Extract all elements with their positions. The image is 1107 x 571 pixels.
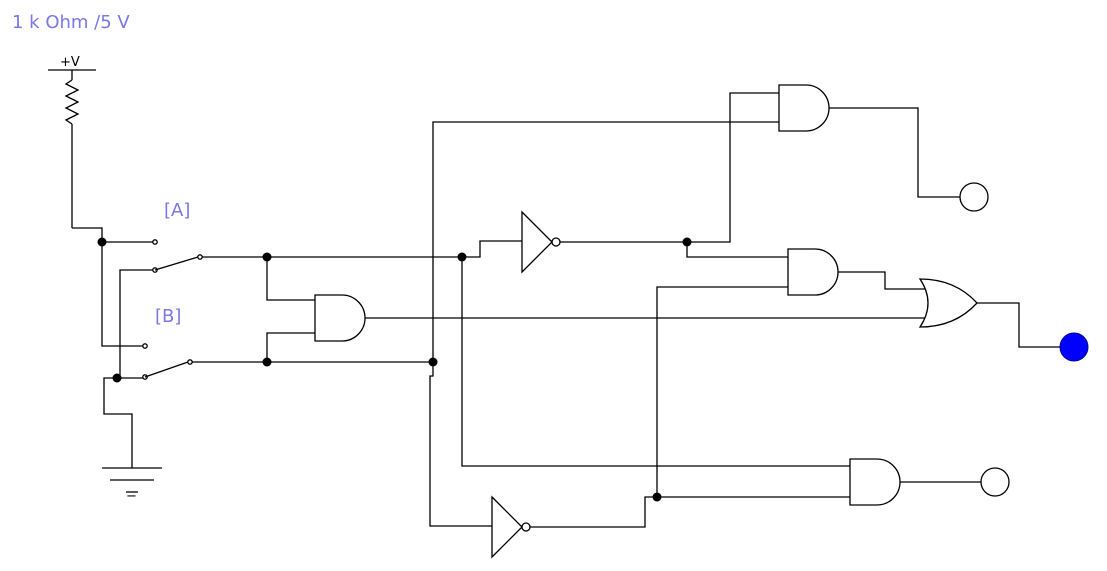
output-led-top <box>959 182 989 212</box>
circuit-title: 1 k Ohm /5 V <box>12 12 130 33</box>
switch-b[interactable] <box>112 343 268 383</box>
resistor <box>64 79 80 125</box>
and-gate-middle <box>787 248 928 296</box>
and-gate-ab <box>314 294 928 342</box>
switch-a[interactable] <box>97 237 268 379</box>
ground <box>102 377 162 493</box>
power-supply: +V <box>48 55 103 242</box>
ground-label: − <box>126 489 137 504</box>
not-gate-a <box>521 92 788 274</box>
switch-b-label: [B] <box>155 306 182 327</box>
not-gate-b <box>491 286 850 559</box>
and-gate-top <box>778 84 960 198</box>
input-wires <box>262 121 850 527</box>
supply-label: +V <box>60 55 80 70</box>
output-led-bottom <box>980 467 1010 497</box>
or-gate <box>918 278 1060 348</box>
output-led-main <box>1059 332 1089 362</box>
switch-a-label: [A] <box>164 200 191 221</box>
and-gate-bottom <box>849 458 981 506</box>
